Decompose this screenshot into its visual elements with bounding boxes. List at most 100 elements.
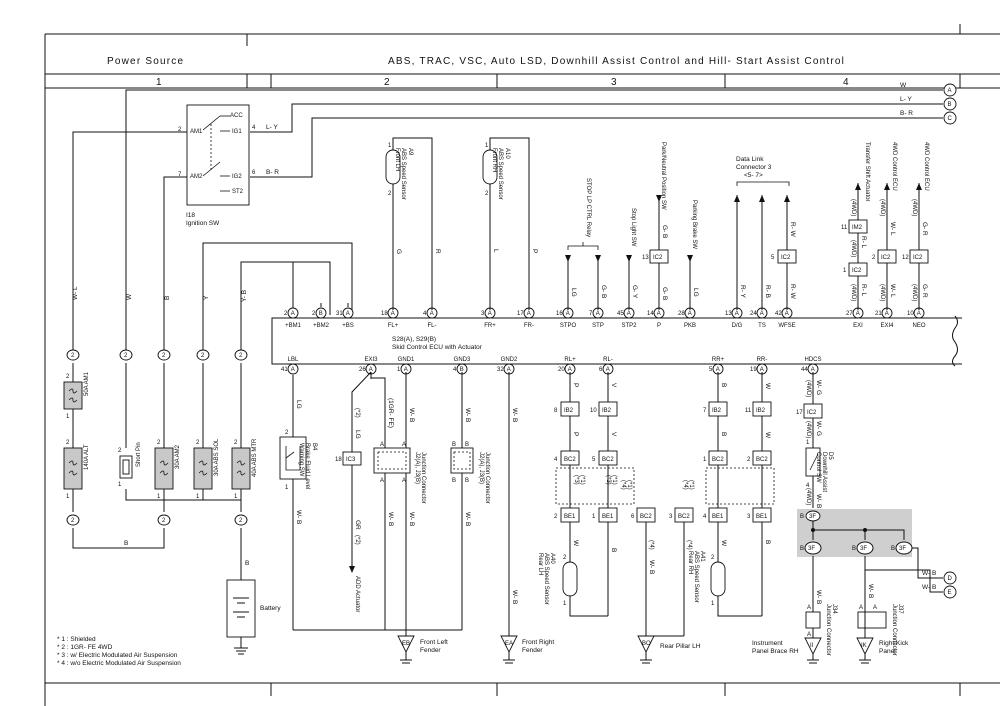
svg-text:IB2: IB2 xyxy=(602,408,612,414)
pin-connector-letter: A xyxy=(568,367,572,373)
svg-text:W- B: W- B xyxy=(511,590,518,604)
pin-connector-letter: A xyxy=(346,311,350,317)
fuse-50a-am1: 50A AM1 xyxy=(63,371,90,410)
pin-connector-letter: B xyxy=(460,367,464,373)
svg-text:B: B xyxy=(465,442,469,448)
svg-text:Junction Connector: Junction Connector xyxy=(420,452,426,504)
svg-text:1: 1 xyxy=(592,514,596,520)
svg-text:Junction Connector: Junction Connector xyxy=(484,452,490,504)
svg-text:1: 1 xyxy=(285,485,289,491)
svg-text:2: 2 xyxy=(388,191,392,197)
svg-text:* 2 : 1GR- FE 4WD: * 2 : 1GR- FE 4WD xyxy=(57,644,113,651)
pin-number: 28 xyxy=(678,311,685,317)
gnd2-wire: W- B W- B xyxy=(508,372,518,636)
svg-text:ST2: ST2 xyxy=(232,189,244,195)
svg-text:Ignition SW: Ignition SW xyxy=(186,220,220,227)
svg-text:ADD Actuator: ADD Actuator xyxy=(354,576,360,612)
svg-text:P: P xyxy=(531,249,538,253)
terminal-c: C xyxy=(943,111,957,125)
svg-text:(*4): (*4) xyxy=(648,540,654,550)
svg-text:P: P xyxy=(572,432,579,436)
svg-text:IB2: IB2 xyxy=(712,408,722,414)
svg-text:(*4): (*4) xyxy=(620,480,626,490)
svg-text:STOP LP CTRL Relay: STOP LP CTRL Relay xyxy=(585,178,591,237)
svg-text:G- B: G- B xyxy=(661,225,668,238)
option-dash-boxes: (*1) (*3) (*1) (*3) (*1) (*4) (*1) (*4) xyxy=(555,467,775,505)
svg-text:E: E xyxy=(948,590,952,596)
svg-text:3F: 3F xyxy=(899,546,906,552)
fuse-30a-am2: 30A AM2 xyxy=(154,444,181,490)
svg-text:140A ALT: 140A ALT xyxy=(84,444,90,470)
fuse-30a-abs-sol: 30A ABS SOL xyxy=(193,438,220,490)
svg-text:A: A xyxy=(807,632,811,638)
svg-text:(*4): (*4) xyxy=(686,540,692,550)
svg-text:AM1: AM1 xyxy=(190,129,203,135)
svg-text:<5- 7>: <5- 7> xyxy=(744,172,763,179)
svg-text:J37: J37 xyxy=(897,604,903,614)
pin-number: 26 xyxy=(359,367,366,373)
park-neutral-position-switch: Park/Neutral Position SW G- B G- B xyxy=(656,142,668,310)
svg-text:(*1): (*1) xyxy=(626,480,632,490)
svg-text:4: 4 xyxy=(554,457,558,463)
pin-connector-letter: A xyxy=(488,311,492,317)
svg-text:A40: A40 xyxy=(549,553,555,564)
ecu-bottom-pins: A41LBLA26EXI3A1GND1B4GND3A32GND2A20RL+A6… xyxy=(281,357,822,379)
svg-text:A: A xyxy=(380,442,384,448)
ecu-top-pins: A2+BM1B2+BM2A31+BSA18FL+A4FL-A3FR+A17FR-… xyxy=(284,303,926,329)
svg-text:W- B: W- B xyxy=(648,560,655,574)
svg-text:* 3 : w/ Electric Modulated Ai: * 3 : w/ Electric Modulated Air Suspensi… xyxy=(57,652,178,659)
svg-text:(*1): (*1) xyxy=(579,475,585,485)
pin-connector-letter: A xyxy=(716,367,720,373)
svg-text:BO: BO xyxy=(642,641,651,647)
svg-text:4WD Control ECU: 4WD Control ECU xyxy=(923,142,929,191)
fuse-140a-alt: 140A ALT xyxy=(63,444,90,490)
svg-text:ABS Speed Sensor: ABS Speed Sensor xyxy=(543,553,549,605)
svg-text:A10: A10 xyxy=(504,148,510,159)
pin-number: 4 xyxy=(423,311,427,317)
svg-text:EA: EA xyxy=(505,641,513,647)
terminal-b: B xyxy=(943,97,957,111)
pin-name: RR- xyxy=(757,357,768,363)
svg-text:17: 17 xyxy=(796,410,803,416)
svg-text:5: 5 xyxy=(592,457,596,463)
svg-text:BE1: BE1 xyxy=(756,514,768,520)
pin-name: RL- xyxy=(603,357,613,363)
pin-name: EXI3 xyxy=(364,357,378,363)
svg-text:BC2: BC2 xyxy=(640,514,652,520)
svg-text:Y: Y xyxy=(203,295,210,300)
svg-text:30A AM2: 30A AM2 xyxy=(175,444,181,469)
svg-text:1: 1 xyxy=(703,457,707,463)
svg-text:II: II xyxy=(810,643,814,649)
svg-text:B: B xyxy=(164,296,171,300)
pin-number: 44 xyxy=(801,367,808,373)
svg-text:BE1: BE1 xyxy=(712,514,724,520)
svg-text:IG1: IG1 xyxy=(232,129,242,135)
pin-connector-letter: A xyxy=(627,311,631,317)
svg-text:1: 1 xyxy=(118,482,122,488)
svg-text:Front RH: Front RH xyxy=(491,148,497,172)
terminal-d: D xyxy=(943,571,957,585)
svg-text:A: A xyxy=(807,605,811,611)
svg-text:B: B xyxy=(452,478,456,484)
terminal-a: A xyxy=(943,83,957,97)
pin-number: 14 xyxy=(647,311,654,317)
svg-text:IB2: IB2 xyxy=(564,408,574,414)
pin-number: 4 xyxy=(453,367,457,373)
svg-text:V: V xyxy=(610,383,617,388)
svg-text:3: 3 xyxy=(747,514,751,520)
svg-text:EB: EB xyxy=(402,641,410,647)
svg-text:(4WD): (4WD) xyxy=(850,284,856,301)
pin-name: GND3 xyxy=(454,357,471,363)
svg-text:2: 2 xyxy=(485,191,489,197)
svg-text:Stop Light SW: Stop Light SW xyxy=(630,208,636,247)
svg-text:IC2: IC2 xyxy=(881,255,891,261)
